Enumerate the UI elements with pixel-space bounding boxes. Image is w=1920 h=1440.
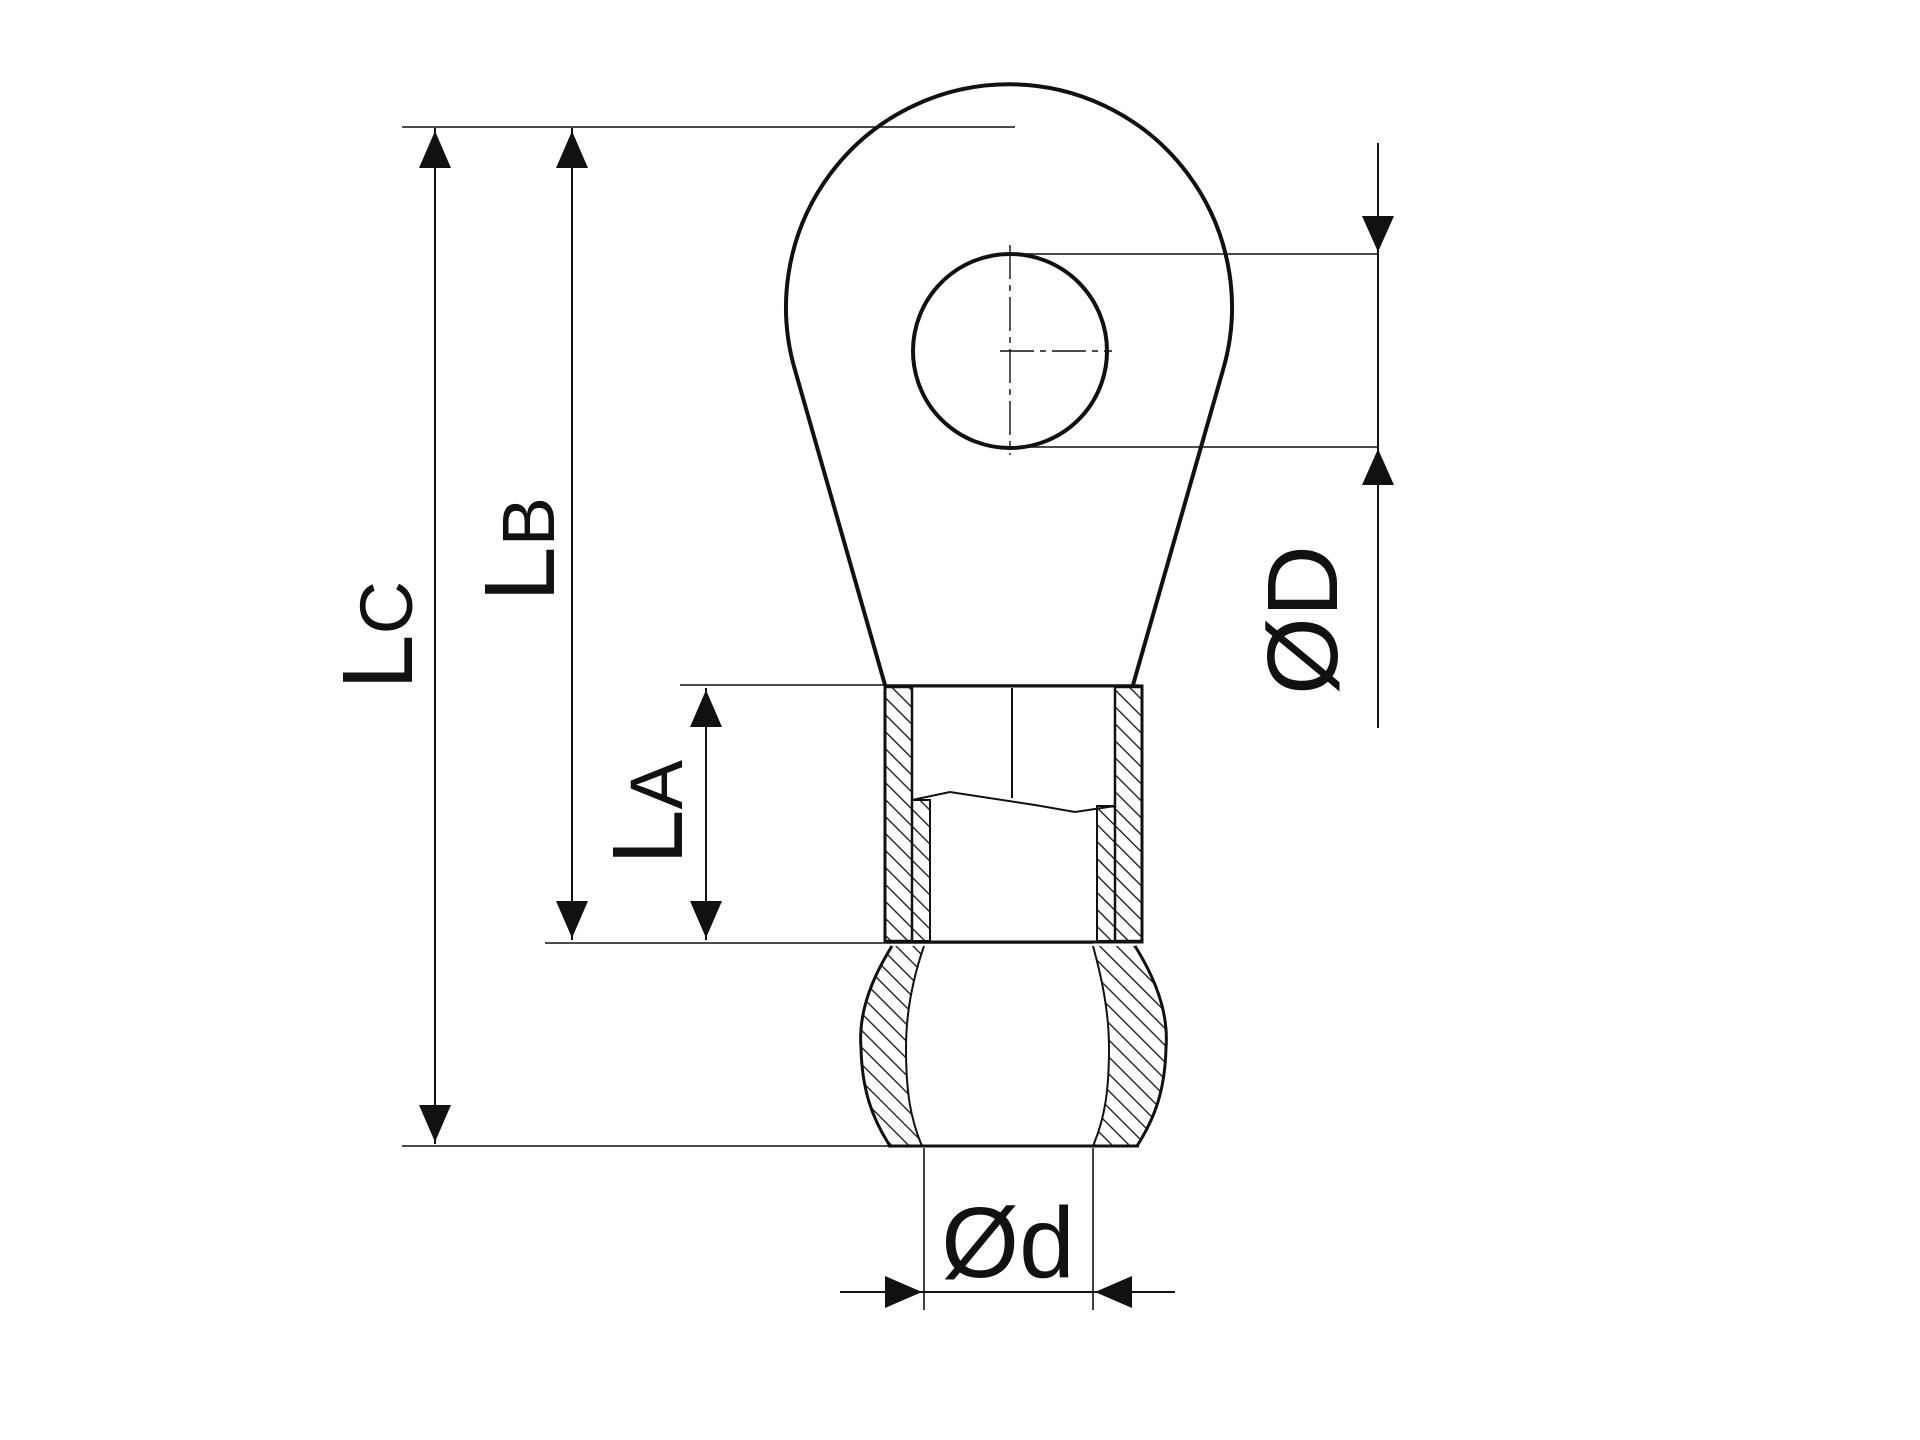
small-d-right-arrow	[1095, 1276, 1132, 1308]
svg-text:LA: LA	[592, 759, 704, 865]
lc-top-arrow	[419, 131, 451, 168]
small-d-left-arrow	[885, 1276, 922, 1308]
label-od: ØD	[1247, 545, 1359, 695]
skirt-right-inner	[1092, 945, 1111, 1147]
extension-lines	[402, 126, 1378, 1310]
od-top-arrow	[1362, 216, 1394, 252]
svg-text:LC: LC	[322, 581, 434, 690]
skirt-left-inner	[904, 945, 925, 1147]
lc-bottom-arrow	[419, 1105, 451, 1142]
label-lb-sub: B	[487, 497, 570, 546]
label-la: LA	[592, 759, 704, 865]
la-top-arrow	[690, 690, 722, 727]
skirt-left-outer	[859, 945, 894, 1147]
tube-right-wall	[1096, 805, 1116, 942]
label-lb-main: L	[464, 546, 576, 602]
skirt-right-hatch	[1093, 946, 1167, 1146]
label-la-sub: A	[615, 759, 698, 809]
svg-text:LB: LB	[464, 497, 576, 602]
label-lc-sub: C	[345, 581, 428, 634]
barrel-left-wall	[883, 685, 914, 943]
barrel-outline	[883, 684, 1144, 944]
label-od-text: ØD	[1247, 545, 1359, 695]
label-small-d: Ød	[941, 1187, 1074, 1299]
label-lc-main: L	[322, 634, 434, 690]
tube-top-break	[911, 790, 1116, 814]
ring-terminal	[784, 82, 1234, 1148]
arrowheads	[419, 131, 1394, 1308]
od-bottom-arrow	[1362, 449, 1394, 485]
lb-top-arrow	[556, 131, 588, 168]
skirt-right-outer	[1133, 945, 1168, 1147]
ring-tongue-outline	[784, 82, 1234, 686]
tube-left-wall	[911, 799, 931, 942]
label-lc: LC	[322, 581, 434, 690]
lb-bottom-arrow	[556, 901, 588, 938]
label-la-main: L	[592, 809, 704, 865]
barrel-right-wall	[1113, 685, 1144, 943]
la-bottom-arrow	[690, 901, 722, 938]
label-lb: LB	[464, 497, 576, 602]
